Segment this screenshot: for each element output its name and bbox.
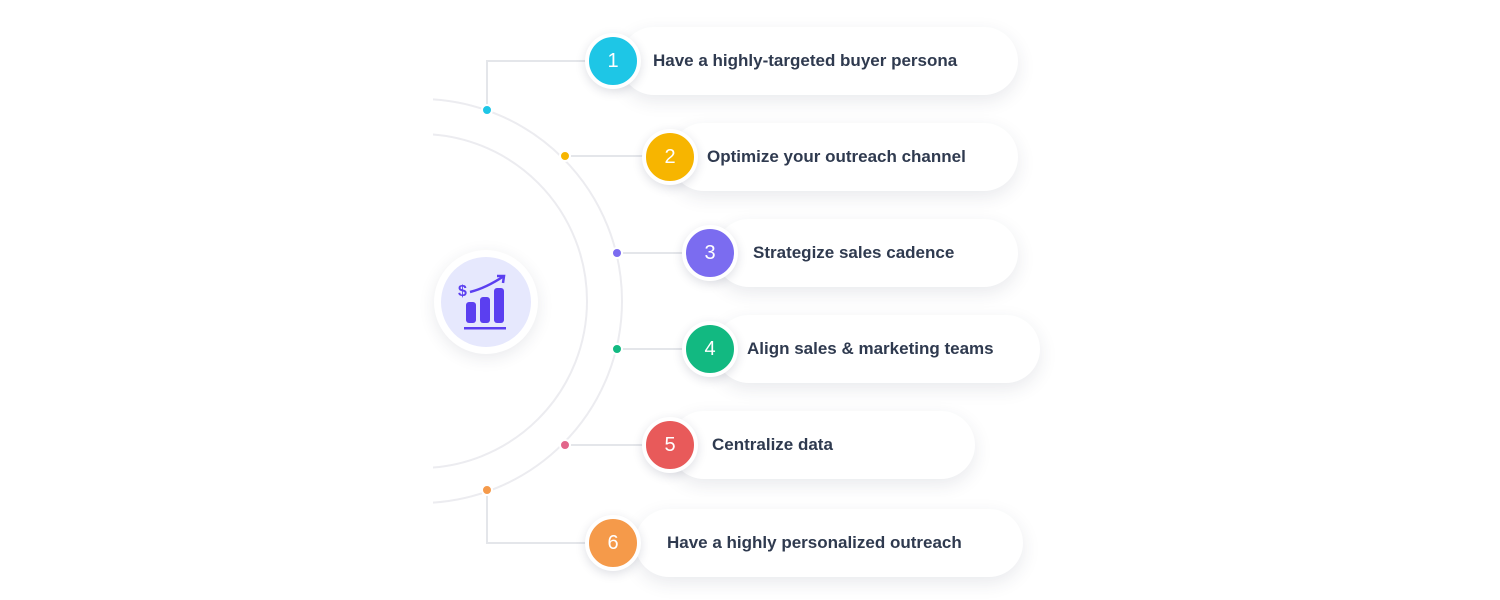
arc-dot-5 bbox=[559, 439, 571, 451]
step-card-2: Optimize your outreach channel bbox=[670, 123, 1018, 191]
step-number-badge: 2 bbox=[642, 129, 698, 185]
step-card-3: Strategize sales cadence bbox=[715, 219, 1018, 287]
connector-6 bbox=[486, 490, 592, 544]
step-label: Have a highly-targeted buyer persona bbox=[653, 51, 958, 70]
step-card-5: Centralize data bbox=[670, 411, 975, 479]
step-label: Strategize sales cadence bbox=[753, 243, 955, 262]
step-number-badge: 6 bbox=[585, 515, 641, 571]
arc-dot-3 bbox=[611, 247, 623, 259]
step-card-1: Have a highly-targeted buyer persona bbox=[620, 27, 1018, 95]
step-card-6: Have a highly personalized outreach bbox=[635, 509, 1023, 577]
arc-dot-6 bbox=[481, 484, 493, 496]
inner-arc bbox=[433, 133, 588, 469]
step-label: Optimize your outreach channel bbox=[707, 147, 966, 166]
step-number-badge: 5 bbox=[642, 417, 698, 473]
step-label: Have a highly personalized outreach bbox=[667, 533, 962, 552]
step-number-badge: 3 bbox=[682, 225, 738, 281]
step-label: Align sales & marketing teams bbox=[747, 339, 994, 358]
arc-dot-1 bbox=[481, 104, 493, 116]
center-hub: $ bbox=[434, 250, 538, 354]
connector-1 bbox=[486, 60, 592, 110]
outer-arc bbox=[433, 98, 623, 504]
svg-text:$: $ bbox=[458, 283, 467, 300]
step-number-badge: 1 bbox=[585, 33, 641, 89]
step-label: Centralize data bbox=[712, 435, 833, 454]
step-number-badge: 4 bbox=[682, 321, 738, 377]
revenue-growth-chart-icon: $ bbox=[458, 274, 506, 330]
arc-dot-2 bbox=[559, 150, 571, 162]
arc-dot-4 bbox=[611, 343, 623, 355]
step-card-4: Align sales & marketing teams bbox=[715, 315, 1040, 383]
